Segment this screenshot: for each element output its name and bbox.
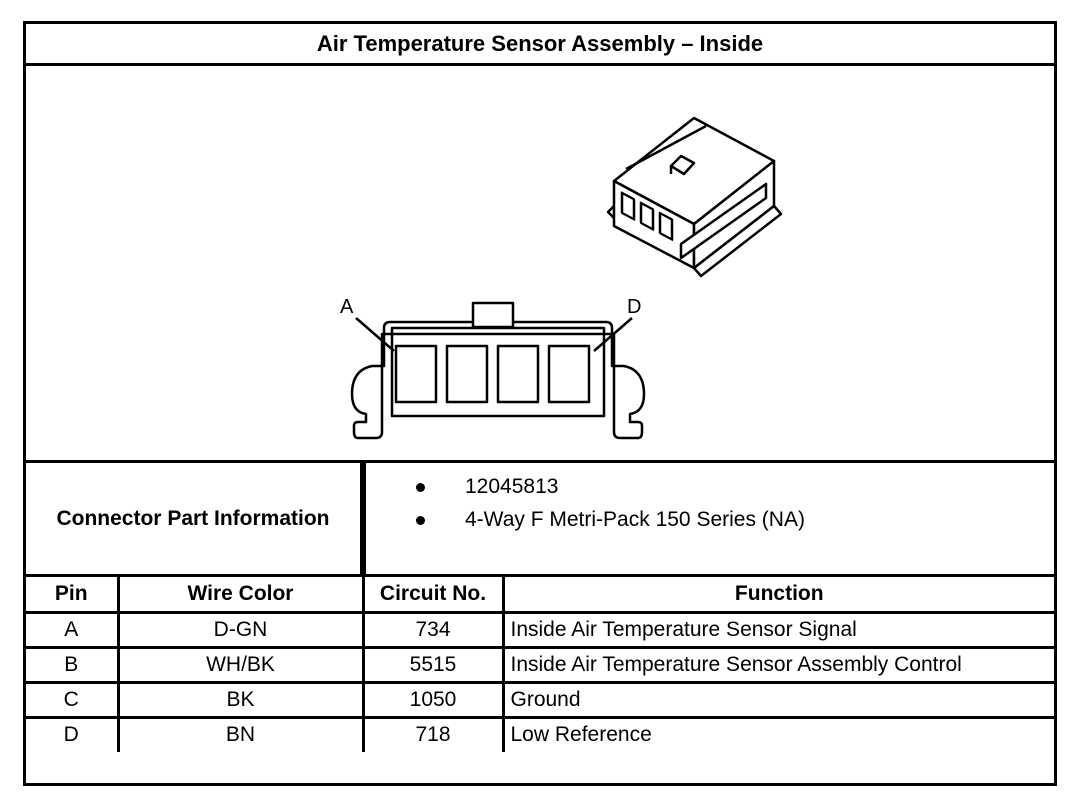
table-row: D BN 718 Low Reference xyxy=(26,715,1054,752)
cell-circuit-no: 1050 xyxy=(361,680,505,719)
bullet-icon xyxy=(416,482,425,492)
header-wire-color: Wire Color xyxy=(116,577,365,614)
connector-figure: A D xyxy=(26,66,1054,460)
pin-label-a: A xyxy=(340,296,354,318)
part-number-item: 12045813 xyxy=(416,475,558,499)
cell-function: Ground xyxy=(501,680,1054,719)
cell-circuit-no: 5515 xyxy=(361,645,505,684)
pin-table: Pin Wire Color Circuit No. Function A D-… xyxy=(26,577,1054,752)
cell-pin: B xyxy=(26,645,120,684)
header-circuit-no: Circuit No. xyxy=(361,577,505,614)
bullet-icon xyxy=(416,515,425,525)
connector-face-view xyxy=(350,301,646,440)
connector-info-label: Connector Part Information xyxy=(26,463,363,574)
connector-3d-view xyxy=(606,116,783,278)
page-title: Air Temperature Sensor Assembly – Inside xyxy=(26,24,1054,66)
connector-sheet: Air Temperature Sensor Assembly – Inside xyxy=(23,21,1057,786)
header-pin: Pin xyxy=(26,577,120,614)
table-row: A D-GN 734 Inside Air Temperature Sensor… xyxy=(26,610,1054,649)
cell-pin: D xyxy=(26,715,120,752)
table-row: B WH/BK 5515 Inside Air Temperature Sens… xyxy=(26,645,1054,684)
cell-function: Low Reference xyxy=(501,715,1054,752)
cell-function: Inside Air Temperature Sensor Assembly C… xyxy=(501,645,1054,684)
table-row: C BK 1050 Ground xyxy=(26,680,1054,719)
cell-circuit-no: 734 xyxy=(361,610,505,649)
pin-label-d: D xyxy=(627,296,641,318)
connector-drawing: A D xyxy=(340,116,783,440)
cell-wire-color: BN xyxy=(116,715,365,752)
cell-wire-color: BK xyxy=(116,680,365,719)
cell-function: Inside Air Temperature Sensor Signal xyxy=(501,610,1054,649)
connector-info-values: 12045813 4-Way F Metri-Pack 150 Series (… xyxy=(363,463,1054,574)
connector-series-item: 4-Way F Metri-Pack 150 Series (NA) xyxy=(416,508,805,532)
connector-series: 4-Way F Metri-Pack 150 Series (NA) xyxy=(465,508,805,531)
cell-wire-color: D-GN xyxy=(116,610,365,649)
part-number: 12045813 xyxy=(465,475,559,498)
cell-wire-color: WH/BK xyxy=(116,645,365,684)
header-function: Function xyxy=(501,577,1054,614)
cell-pin: C xyxy=(26,680,120,719)
connector-info-row: Connector Part Information 12045813 4-Wa… xyxy=(26,460,1054,577)
table-header-row: Pin Wire Color Circuit No. Function xyxy=(26,577,1054,614)
cell-circuit-no: 718 xyxy=(361,715,505,752)
cell-pin: A xyxy=(26,610,120,649)
